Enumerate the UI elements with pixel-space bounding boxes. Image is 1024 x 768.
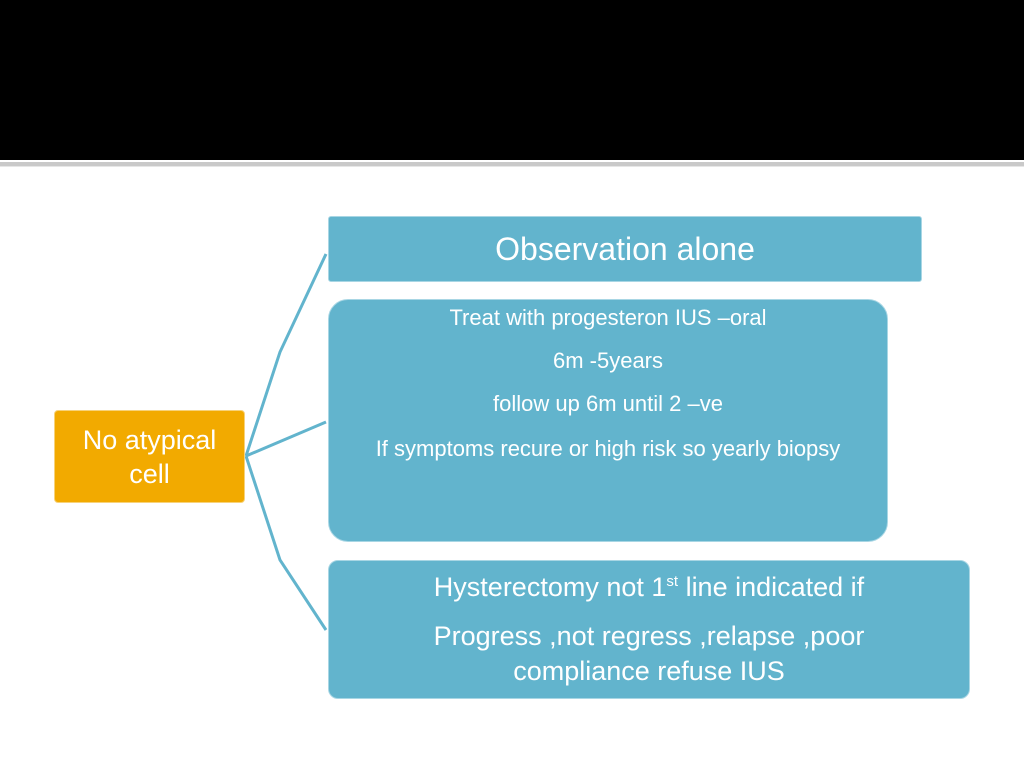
- node-observation: Observation alone: [328, 216, 922, 282]
- connector-to-hysterectomy-line: [244, 455, 328, 631]
- connector-to-observation: [243, 252, 329, 457]
- treatment-line-1: Treat with progesteron IUS –oral: [449, 305, 767, 330]
- root-node-label: No atypical cell: [82, 424, 217, 489]
- node-observation-label: Observation alone: [495, 230, 755, 267]
- connector-to-treatment-line: [245, 420, 327, 458]
- title-divider: [0, 162, 1024, 167]
- treatment-line-4: If symptoms recure or high risk so yearl…: [375, 436, 841, 461]
- connector-to-hysterectomy: [243, 455, 329, 632]
- node-hysterectomy: Hysterectomy not 1st line indicated if P…: [328, 560, 970, 699]
- title-bar: [0, 0, 1024, 160]
- treatment-line-2: 6m -5years: [552, 348, 664, 373]
- hysterectomy-heading-end: line indicated if: [678, 572, 865, 602]
- hysterectomy-heading-start: Hysterectomy not 1: [433, 572, 667, 602]
- connector-to-observation-line: [244, 253, 328, 457]
- treatment-line-3: follow up 6m until 2 –ve: [493, 391, 723, 416]
- hysterectomy-conditions: Progress ,not regress ,relapse ,poor com…: [433, 621, 865, 686]
- hysterectomy-heading: Hysterectomy not 1st line indicated if: [329, 571, 969, 603]
- connector-to-treatment: [244, 419, 328, 459]
- hysterectomy-heading-superscript: st: [666, 573, 679, 590]
- root-node-no-atypical-cell: No atypical cell: [54, 410, 245, 503]
- node-treatment: Treat with progesteron IUS –oral 6m -5ye…: [328, 299, 888, 542]
